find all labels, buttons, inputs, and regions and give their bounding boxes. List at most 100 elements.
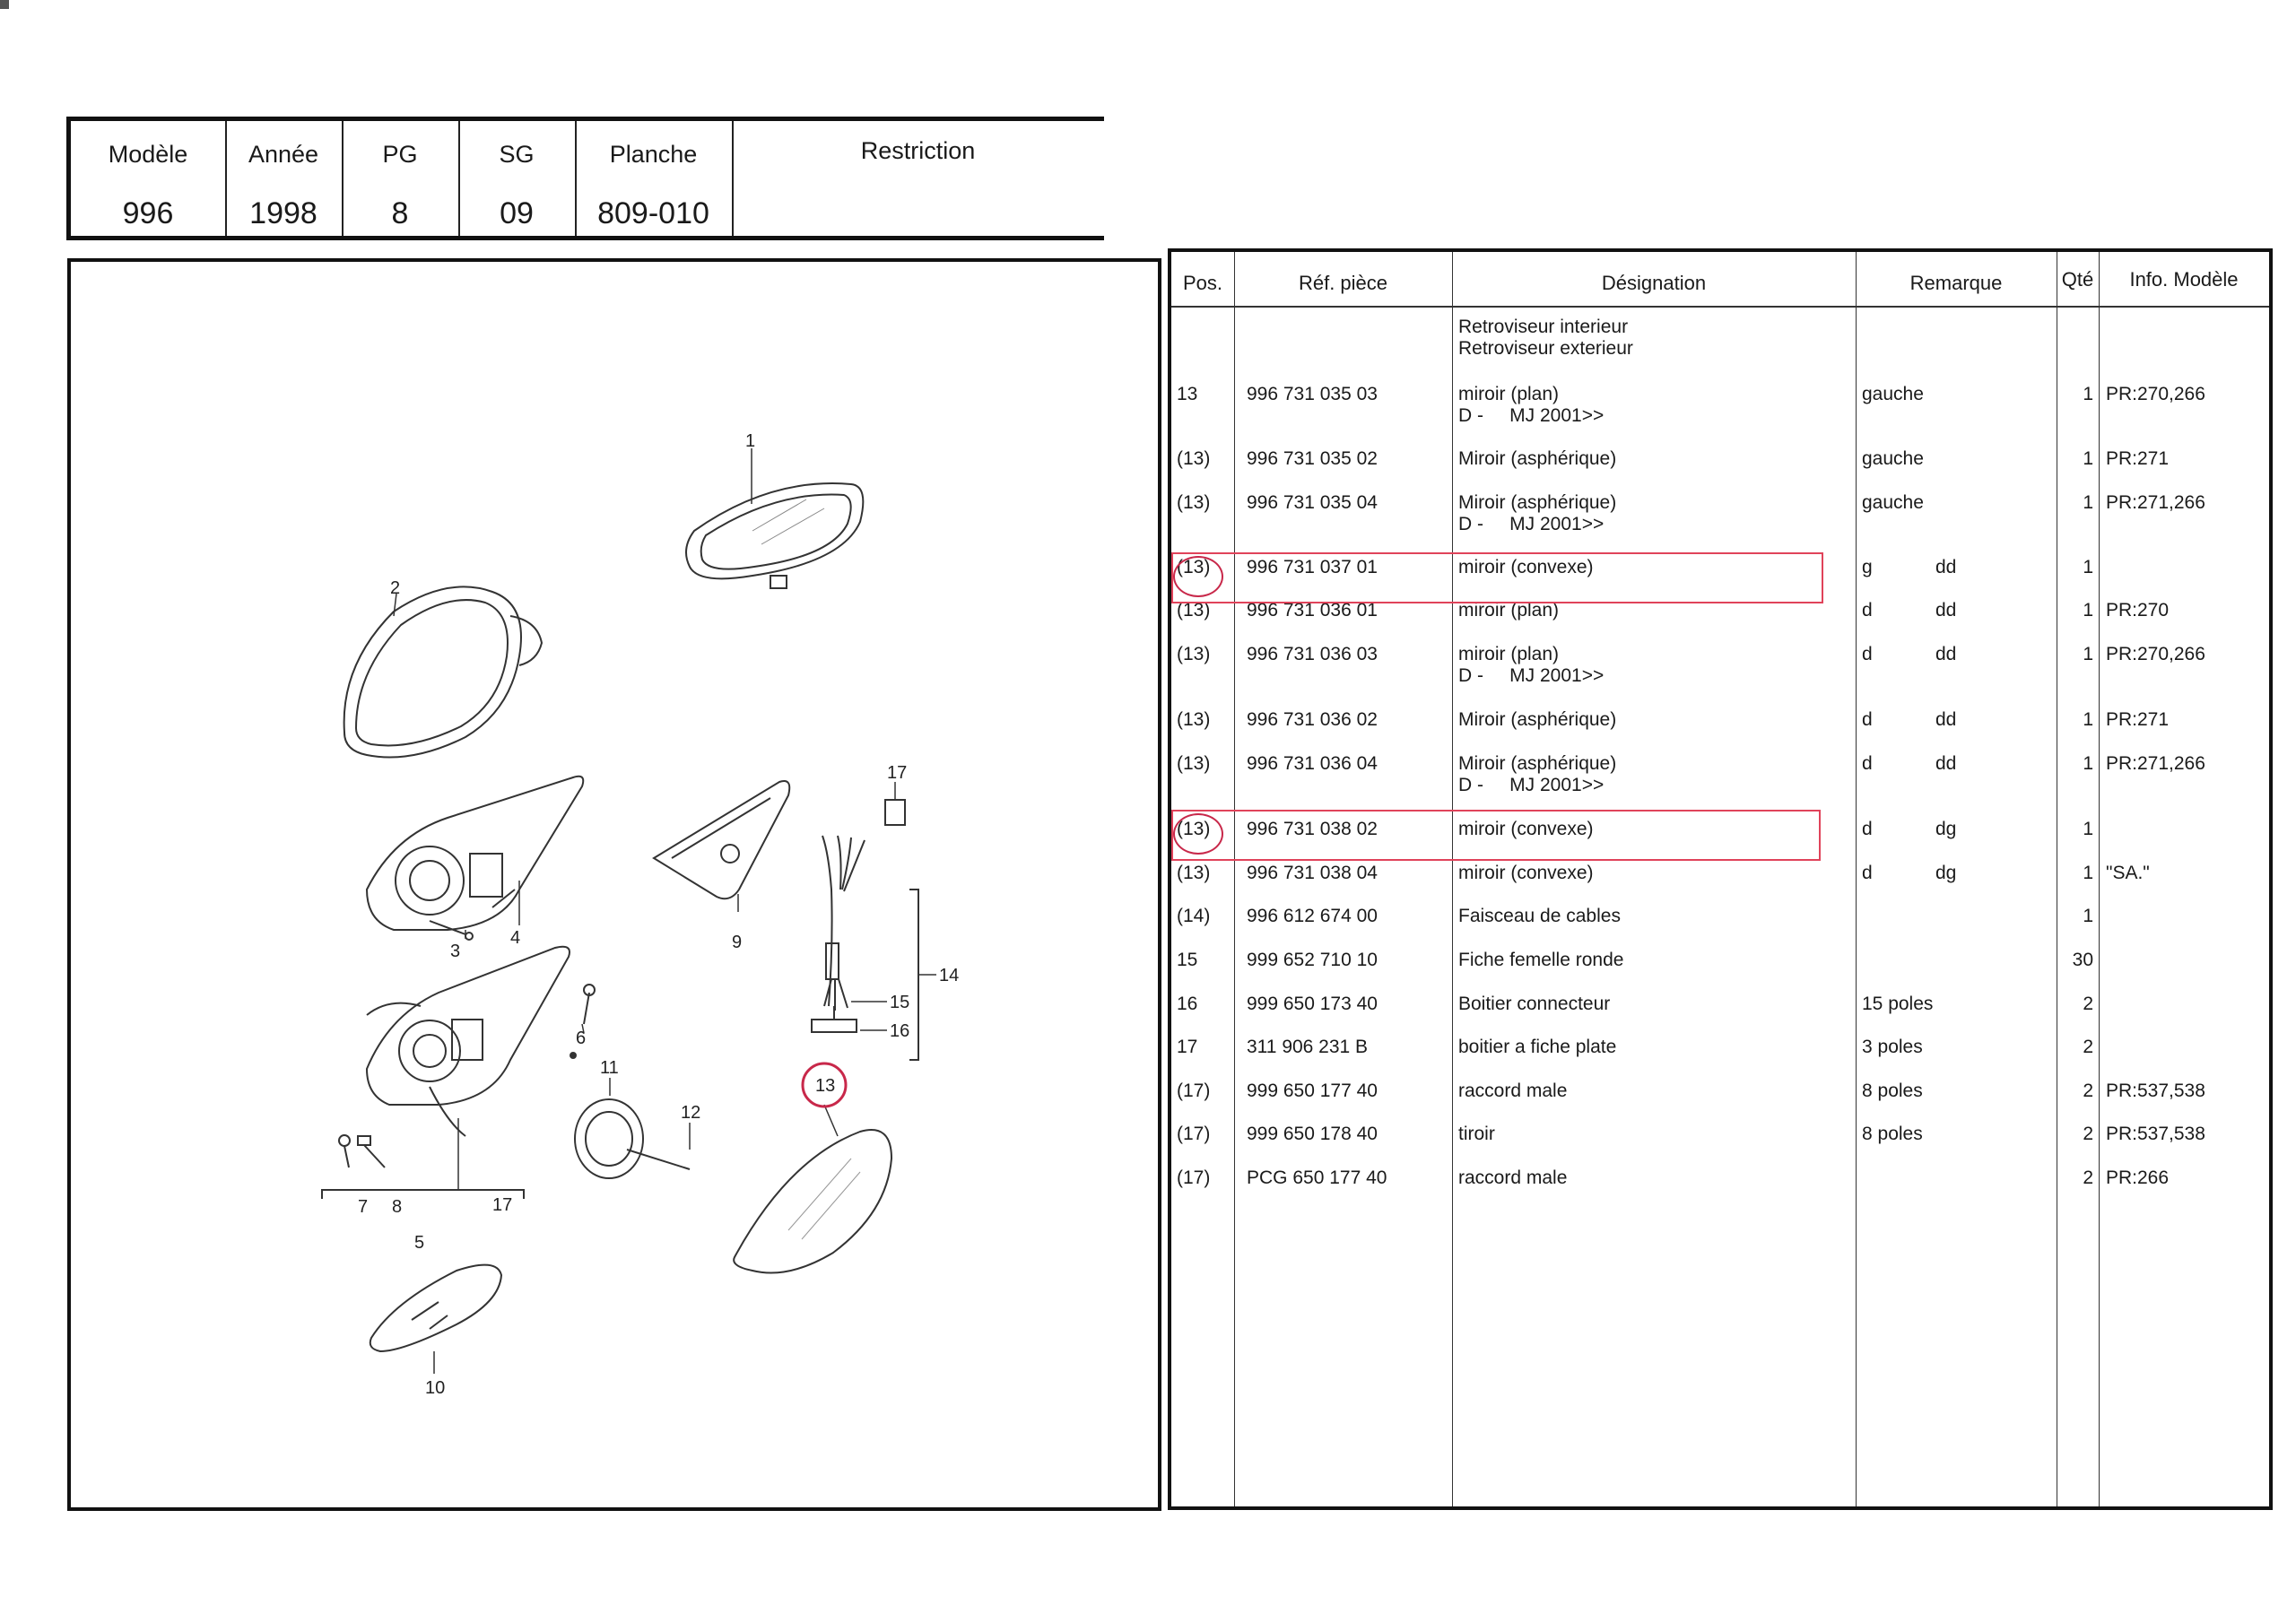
cell-ref: 996 731 038 04 bbox=[1247, 863, 1378, 883]
cell-ref: 996 731 035 03 bbox=[1247, 384, 1378, 404]
cell-remarque: d bbox=[1862, 863, 1873, 883]
callout-8: 8 bbox=[392, 1197, 402, 1217]
cell-ref: 311 906 231 B bbox=[1247, 1037, 1369, 1057]
cell-info-modele: PR:271,266 bbox=[2106, 753, 2205, 774]
col-header-info: Info. Modèle bbox=[2129, 268, 2239, 291]
cell-info-modele: "SA." bbox=[2106, 863, 2150, 883]
cell-remarque-side: dd bbox=[1935, 644, 1957, 664]
cell-remarque: gauche bbox=[1862, 384, 1924, 404]
col-header-pos: Pos. bbox=[1182, 272, 1223, 294]
cell-ref: 996 731 038 02 bbox=[1247, 819, 1378, 839]
cell-qte: 1 bbox=[2083, 709, 2093, 730]
cell-designation: Fiche femelle ronde bbox=[1458, 950, 1624, 970]
intro-line-2: Retroviseur exterieur bbox=[1458, 338, 1633, 359]
cell-designation: miroir (convexe) bbox=[1458, 863, 1594, 883]
leader-lines bbox=[393, 448, 936, 1374]
model-header-table: Modèle 996 Année 1998 PG 8 SG 09 Planche… bbox=[66, 117, 1104, 240]
cell-designation: miroir (plan) bbox=[1458, 384, 1560, 404]
cell-info-modele: PR:271 bbox=[2106, 448, 2170, 469]
cell-designation: miroir (plan) bbox=[1458, 600, 1560, 621]
callout-13: 13 bbox=[815, 1076, 835, 1096]
cell-qte: 1 bbox=[2083, 600, 2093, 621]
cell-designation: Miroir (asphérique) bbox=[1458, 753, 1617, 774]
callout-2: 2 bbox=[390, 578, 400, 598]
cell-qte: 1 bbox=[2083, 819, 2093, 839]
header-label: Planche bbox=[609, 141, 698, 168]
part-mirror-triangle bbox=[652, 780, 791, 900]
cell-info-modele: PR:270,266 bbox=[2106, 644, 2205, 664]
highlight-circle-pos bbox=[1173, 813, 1223, 855]
cell-designation-note: D - MJ 2001>> bbox=[1458, 775, 1605, 795]
header-label: Modèle bbox=[108, 141, 188, 168]
part-mirror-glass-13 bbox=[733, 1129, 893, 1274]
cell-remarque-side: dd bbox=[1935, 753, 1957, 774]
cell-remarque: 8 poles bbox=[1862, 1124, 1923, 1144]
cell-qte: 30 bbox=[2072, 950, 2093, 970]
cell-pos: 15 bbox=[1177, 950, 1198, 970]
cell-designation: Miroir (asphérique) bbox=[1458, 448, 1617, 469]
cell-qte: 1 bbox=[2083, 492, 2093, 513]
header-value: 1998 bbox=[249, 196, 317, 230]
cell-info-modele: PR:271 bbox=[2106, 709, 2170, 730]
cell-qte: 1 bbox=[2083, 753, 2093, 774]
header-cell-sg: SG 09 bbox=[458, 121, 577, 236]
highlight-box-row-038-02 bbox=[1171, 810, 1821, 861]
cell-remarque: gauche bbox=[1862, 492, 1924, 513]
cell-designation: Miroir (asphérique) bbox=[1458, 492, 1617, 513]
col-header-qte: Qté bbox=[2061, 268, 2094, 291]
callout-15: 15 bbox=[890, 993, 909, 1012]
cell-ref: 996 731 035 04 bbox=[1247, 492, 1378, 513]
cell-pos: (13) bbox=[1177, 753, 1211, 774]
cell-pos: 17 bbox=[1177, 1037, 1198, 1057]
cell-qte: 2 bbox=[2083, 1081, 2093, 1101]
cell-ref: 996 731 037 01 bbox=[1247, 557, 1378, 577]
cell-pos: 13 bbox=[1177, 384, 1198, 404]
callout-17b: 17 bbox=[492, 1195, 512, 1215]
cell-pos: (13) bbox=[1177, 863, 1211, 883]
header-cell-planche: Planche 809-010 bbox=[575, 121, 734, 236]
cell-pos: (17) bbox=[1177, 1167, 1211, 1188]
cell-pos: (17) bbox=[1177, 1124, 1211, 1144]
cell-designation-note: D - MJ 2001>> bbox=[1458, 665, 1605, 686]
callout-4: 4 bbox=[510, 928, 520, 948]
header-label: PG bbox=[382, 141, 418, 168]
parts-list-table: Pos. Réf. pièce Désignation Remarque Qté… bbox=[1168, 248, 2273, 1510]
cell-ref: PCG 650 177 40 bbox=[1247, 1167, 1387, 1188]
cell-remarque: d bbox=[1862, 644, 1873, 664]
header-value: 809-010 bbox=[597, 196, 709, 230]
cell-pos: (14) bbox=[1177, 906, 1211, 926]
intro-line-1: Retroviseur interieur bbox=[1458, 317, 1629, 337]
cell-remarque-side: dd bbox=[1935, 709, 1957, 730]
col-header-remarque: Remarque bbox=[1909, 272, 2003, 294]
cell-remarque: g bbox=[1862, 557, 1873, 577]
diagram-drawing: 1 2 3 4 5 6 7 8 9 10 11 12 13 14 15 16 1… bbox=[321, 431, 959, 1398]
cell-remarque: d bbox=[1862, 600, 1873, 621]
cell-designation: raccord male bbox=[1458, 1167, 1568, 1188]
cell-designation: raccord male bbox=[1458, 1081, 1568, 1101]
cell-ref: 999 650 177 40 bbox=[1247, 1081, 1378, 1101]
cell-info-modele: PR:270,266 bbox=[2106, 384, 2205, 404]
cell-ref: 999 650 178 40 bbox=[1247, 1124, 1378, 1144]
cell-pos: (13) bbox=[1177, 600, 1211, 621]
header-value: 8 bbox=[391, 196, 409, 230]
cell-remarque: d bbox=[1862, 753, 1873, 774]
callout-1: 1 bbox=[745, 431, 755, 451]
cell-ref: 999 650 173 40 bbox=[1247, 994, 1378, 1014]
callout-6: 6 bbox=[576, 1028, 586, 1048]
part-base-assembly bbox=[365, 945, 570, 1137]
callout-12: 12 bbox=[681, 1103, 700, 1123]
highlight-box-row-037-01 bbox=[1171, 552, 1823, 603]
intro-row: Retroviseur interieur bbox=[1171, 317, 2269, 343]
cell-remarque-side: dd bbox=[1935, 600, 1957, 621]
